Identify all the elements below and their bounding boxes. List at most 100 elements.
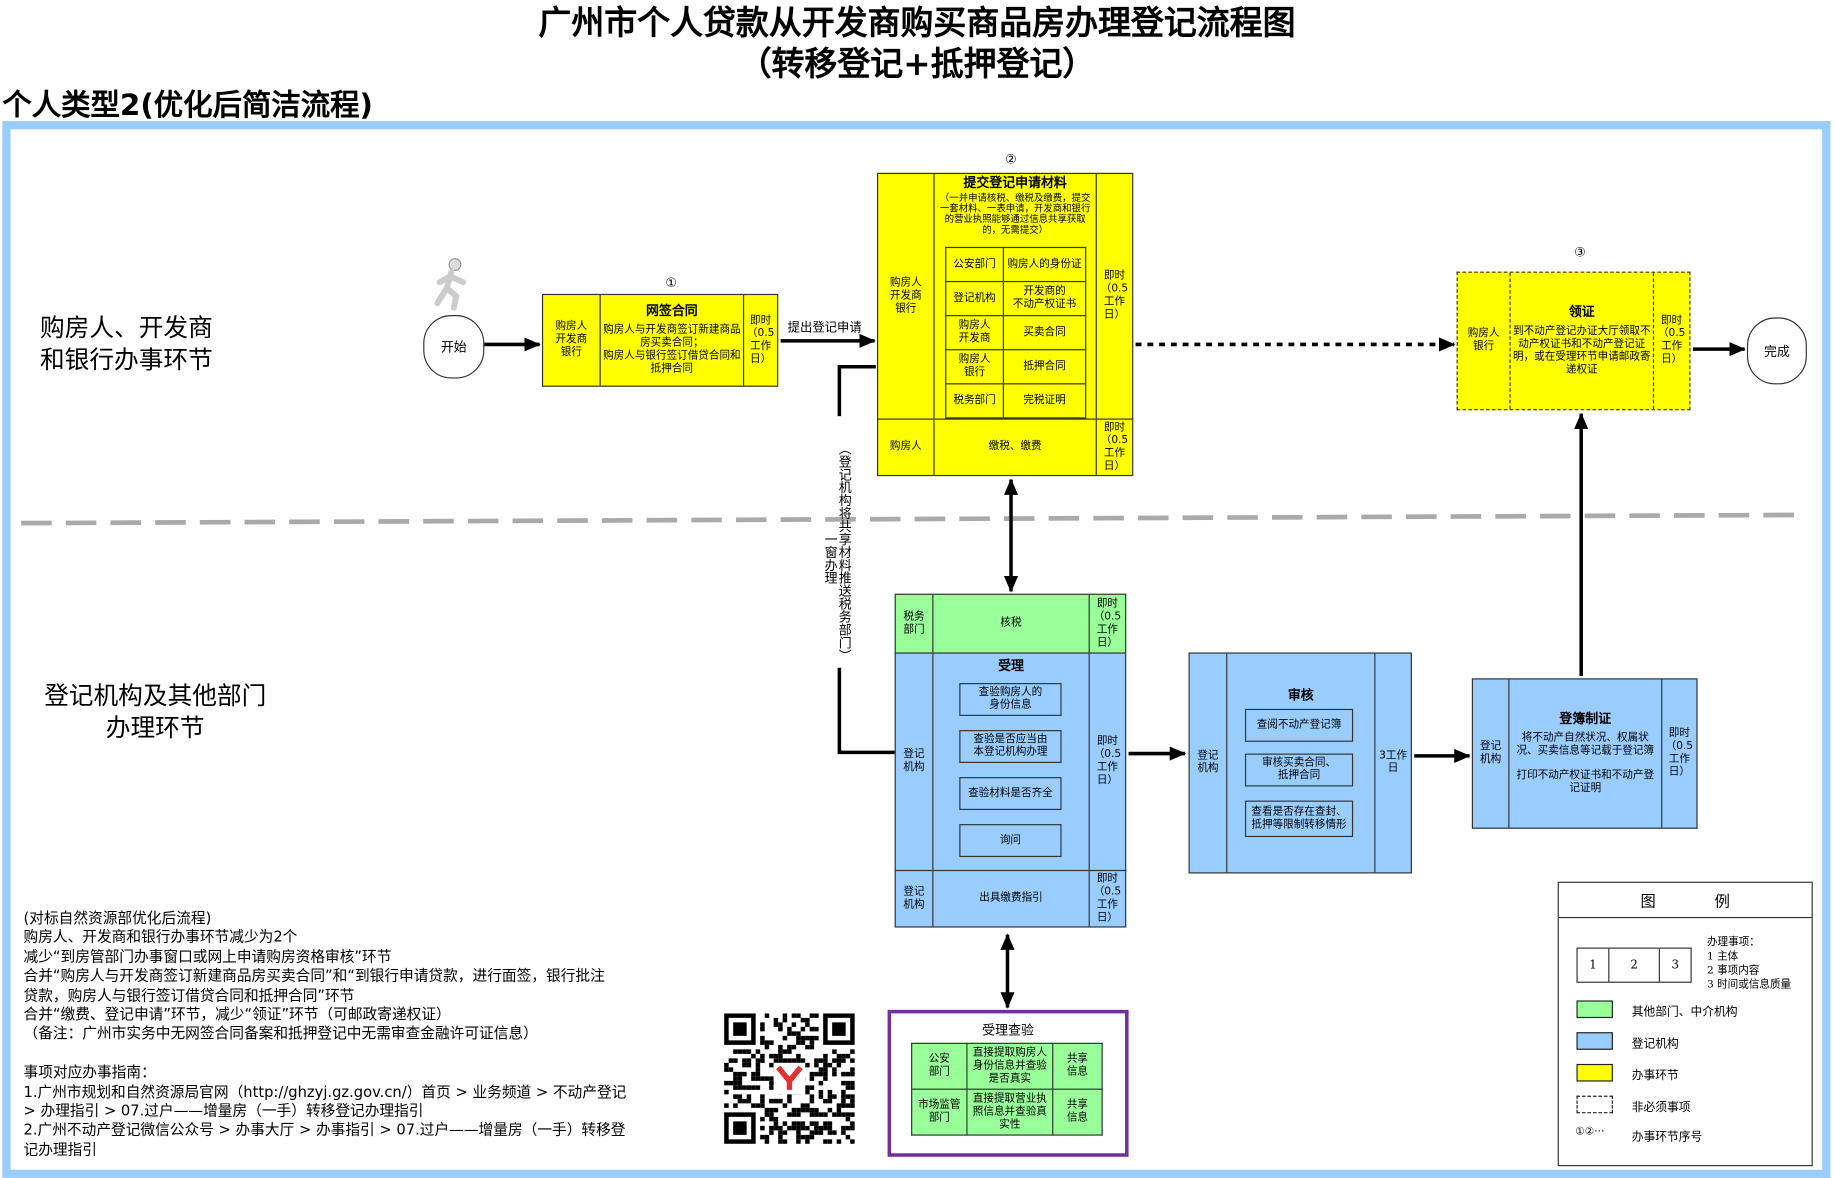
pay-actor: 购房人 [878, 419, 935, 475]
qr-code [724, 1013, 855, 1144]
note-line: > 办理指引 > 07.过户——增量房（一手）转移登记办理指引 [23, 1101, 424, 1120]
material-item: 买卖合同 [1002, 315, 1087, 351]
legend-yellow-label: 办事环节 [1631, 1069, 1679, 1083]
register-actor: 登记 机构 [1473, 679, 1510, 828]
legend: 图 例 1 2 3 办理事项： 1 主体 2 事项内容 3 时间或信息质量 其他… [1557, 881, 1813, 1167]
step3-title: 领证 [1568, 303, 1595, 320]
material-row: 登记机构开发商的 不动产权证书 [945, 280, 1087, 317]
note-line: 合并“购房人与开发商签订新建商品房买卖合同”和“到银行申请贷款，进行面签，银行批… [23, 966, 605, 985]
apply-arrow-label: 提出登记申请 [787, 320, 862, 336]
note-line: 2.广州不动产登记微信公众号 > 办事大厅 > 办事指引 > 07.过户——增量… [23, 1120, 626, 1139]
material-row: 购房人 开发商买卖合同 [945, 315, 1087, 351]
step1-content: 购房人与开发商签订新建商品房买卖合同； 购房人与银行签订借贷合同和抵押合同 [603, 324, 741, 376]
guide-actor: 登记 机构 [896, 871, 934, 927]
material-item: 开发商的 不动产权证书 [1002, 280, 1087, 317]
note-line: （备注：广州市实务中无网签合同备案和抵押登记中无需审查金融许可证信息） [23, 1024, 538, 1043]
verify-dept: 公安 部门 [911, 1042, 968, 1090]
legend-title-b: 例 [1714, 893, 1730, 912]
lane-label-top: 购房人、开发商 和银行办事环节 [24, 313, 230, 376]
step2-box: 购房人 开发商 银行 提交登记申请材料 （一并申请核税、缴税及缴费，提交一套材料… [876, 172, 1134, 420]
verify-dept: 市场监管 部门 [911, 1088, 968, 1136]
step3-content: 到不动产登记办证大厅领取不动产权证书和不动产登记证明，或在受理环节申请邮政寄递权… [1512, 325, 1651, 376]
step3-content-cell: 领证 到不动产登记办证大厅领取不动产权证书和不动产登记证明，或在受理环节申请邮政… [1511, 272, 1655, 410]
materials-table: 公安部门购房人的身份证登记机构开发商的 不动产权证书购房人 开发商买卖合同购房人… [945, 246, 1087, 419]
note-line: 贷款，购房人与银行签订借贷合同和抵押合同”环节 [23, 985, 355, 1004]
step1-number: ① [665, 275, 677, 291]
legend-swatch-dashed [1576, 1095, 1613, 1114]
guide-box: 登记 机构 出具缴费指引 即时 （0.5 工作 日） [894, 869, 1127, 928]
register-content2: 打印不动产权证书和不动产登记证明 [1516, 769, 1655, 795]
register-content-cell: 登簿制证 将不动产自然状况、权属状况、买卖信息等记载于登记簿 打印不动产权证书和… [1509, 679, 1663, 828]
material-item: 抵押合同 [1002, 349, 1087, 385]
accept-actor: 登记 机构 [896, 653, 934, 870]
legend-cell: 3 [1671, 958, 1679, 972]
tax-time: 即时 （0.5 工作 日） [1093, 597, 1122, 649]
step1-title: 网签合同 [645, 303, 698, 319]
accept-item: 查验是否应当由 本登记机构办理 [959, 730, 1062, 763]
note-line: 购房人、开发商和银行办事环节减少为2个 [23, 928, 298, 946]
step3-time: 即时 （0.5 工作 日） [1657, 315, 1686, 366]
bracket-note: （登记机构将共享材料推送税务部门） [837, 442, 853, 662]
accept-content-cell: 受理 查验购房人的 身份信息 查验是否应当由 本登记机构办理 查验材料是否齐全 … [933, 653, 1090, 870]
accept-time: 即时 （0.5 工作 日） [1093, 735, 1122, 787]
verify-row: 市场监管 部门直接提取营业执照信息并查验真实性共享 信息 [911, 1088, 1103, 1136]
step3-number: ③ [1574, 244, 1586, 260]
note-line: (对标自然资源部优化后流程) [23, 908, 212, 927]
legend-swatch-blue [1576, 1032, 1613, 1050]
material-row: 税务部门完税证明 [945, 383, 1087, 419]
lane-label-bottom: 登记机构及其他部门 办理环节 [26, 681, 285, 744]
verify-table: 公安 部门直接提取购房人身份信息并查验是否真实共享 信息市场监管 部门直接提取营… [911, 1042, 1103, 1136]
note-line: 合并“缴费、登记申请”环节，减少“领证”环节（可邮政寄递权证） [23, 1005, 451, 1023]
guide-content: 出具缴费指引 [933, 871, 1090, 927]
note-line: 1.广州市规划和自然资源局官网（http://ghzyj.gz.gov.cn/）… [23, 1082, 627, 1100]
material-row: 公安部门购房人的身份证 [945, 246, 1087, 283]
legend-items: 办理事项： 1 主体 2 事项内容 3 时间或信息质量 [1707, 936, 1791, 992]
material-row: 购房人 银行抵押合同 [945, 349, 1087, 385]
step2-note: （一并申请核税、缴税及缴费，提交一套材料、一表申请，开发商和银行的营业执照能够通… [939, 192, 1091, 236]
material-source: 登记机构 [945, 280, 1004, 317]
step2-content-cell: 提交登记申请材料 （一并申请核税、缴税及缴费，提交一套材料、一表申请，开发商和银… [935, 173, 1097, 419]
legend-swatch-yellow [1576, 1063, 1613, 1082]
step3-actor: 购房人 银行 [1458, 272, 1511, 410]
legend-green-label: 其他部门、中介机构 [1631, 1006, 1738, 1020]
review-box: 登记 机构 审核 查阅不动产登记簿 审核买卖合同、 抵押合同 查看是否存在查封、… [1188, 652, 1412, 874]
accept-item: 查验材料是否齐全 [959, 777, 1062, 810]
subtitle: 个人类型2(优化后简洁流程) [2, 88, 373, 123]
verify-box: 受理查验 公安 部门直接提取购房人身份信息并查验是否真实共享 信息市场监管 部门… [887, 1009, 1129, 1157]
review-actor: 登记 机构 [1190, 653, 1228, 873]
review-content-cell: 审核 查阅不动产登记簿 审核买卖合同、 抵押合同 查看是否存在查封、 抵押等限制… [1227, 653, 1376, 873]
legend-item: 2 事项内容 [1706, 965, 1760, 977]
lane-divider [21, 512, 1805, 526]
step2-time: 即时 （0.5 工作 日） [1100, 270, 1129, 321]
legend-item: 1 主体 [1706, 951, 1739, 963]
review-time: 3工作 日 [1379, 750, 1408, 775]
pay-box: 购房人 缴税、缴费 即时 （0.5 工作 日） [876, 418, 1134, 477]
step2-title: 提交登记申请材料 [963, 175, 1067, 191]
pay-time: 即时 （0.5 工作 日） [1100, 421, 1129, 473]
verify-content: 直接提取购房人身份信息并查验是否真实 [966, 1042, 1054, 1090]
step1-time: 即时 （0.5 工作 日） [746, 314, 775, 366]
note-line: 事项对应办事指南： [23, 1063, 156, 1081]
material-source: 公安部门 [945, 246, 1004, 283]
note-line: 减少“到房管部门办事窗口或网上申请购房资格审核”环节 [23, 947, 392, 965]
legend-cell: 2 [1609, 948, 1660, 982]
step1-box: 购房人 开发商 银行 网签合同 购房人与开发商签订新建商品房买卖合同； 购房人与… [541, 293, 779, 387]
bracket-top [837, 365, 876, 417]
bracket-bottom [837, 667, 896, 755]
title-line1: 广州市个人贷款从开发商购买商品房办理登记流程图 [538, 3, 1296, 43]
bracket-note2: 一窗办理 [822, 532, 839, 585]
legend-dashed-label: 非必须事项 [1631, 1101, 1691, 1115]
legend-cell: 1 [1578, 948, 1610, 982]
tax-actor: 税务 部门 [896, 594, 934, 653]
review-item: 审核买卖合同、 抵押合同 [1244, 753, 1354, 787]
notes: (对标自然资源部优化后流程)购房人、开发商和银行办事环节减少为2个减少“到房管部… [24, 909, 627, 1160]
end-node: 完成 [1746, 317, 1807, 385]
accept-item: 询问 [959, 824, 1062, 858]
lane-bottom-line1: 登记机构及其他部门 [44, 681, 267, 711]
running-person-icon [434, 258, 467, 311]
legend-item: 3 时间或信息质量 [1706, 979, 1792, 992]
register-box: 登记 机构 登簿制证 将不动产自然状况、权属状况、买卖信息等记载于登记簿 打印不… [1471, 678, 1698, 829]
legend-swatch-green [1576, 1000, 1613, 1019]
